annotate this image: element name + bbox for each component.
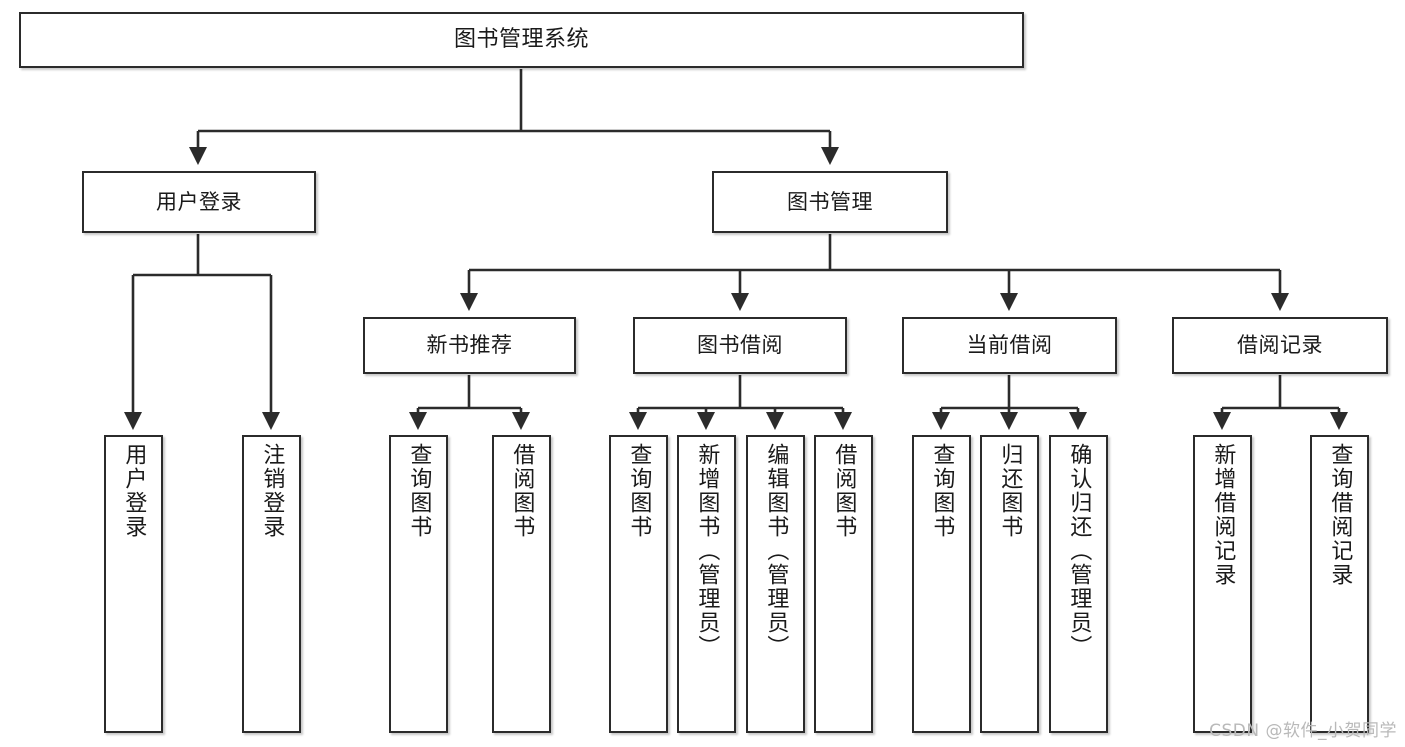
- node-leaf-confirm-return-label: 确认归还（管理员）: [1066, 443, 1092, 659]
- node-leaf-add-record-label: 新增借阅记录: [1210, 443, 1236, 587]
- node-new-book-recommend[interactable]: 新书推荐: [363, 317, 576, 374]
- node-leaf-query-book-2[interactable]: 查询图书: [609, 435, 668, 733]
- node-leaf-add-book[interactable]: 新增图书（管理员）: [677, 435, 736, 733]
- node-leaf-return-book-label: 归还图书: [997, 443, 1023, 539]
- node-leaf-borrow-book-2-label: 借阅图书: [831, 443, 857, 539]
- node-leaf-confirm-return[interactable]: 确认归还（管理员）: [1049, 435, 1108, 733]
- node-new-book-recommend-label: 新书推荐: [426, 333, 513, 358]
- node-leaf-query-book-2-label: 查询图书: [626, 443, 652, 539]
- node-leaf-query-book-1-label: 查询图书: [406, 443, 432, 539]
- node-borrow-record-label: 借阅记录: [1237, 333, 1323, 358]
- node-leaf-edit-book-label: 编辑图书（管理员）: [763, 443, 789, 659]
- node-book-manage[interactable]: 图书管理: [712, 171, 948, 233]
- node-leaf-add-book-label: 新增图书（管理员）: [694, 443, 720, 659]
- node-leaf-query-book-1[interactable]: 查询图书: [389, 435, 448, 733]
- node-root[interactable]: 图书管理系统: [19, 12, 1024, 68]
- node-user-login[interactable]: 用户登录: [82, 171, 316, 233]
- node-leaf-logout-login-label: 注销登录: [259, 443, 285, 539]
- node-book-borrow[interactable]: 图书借阅: [633, 317, 847, 374]
- node-leaf-add-record[interactable]: 新增借阅记录: [1193, 435, 1252, 733]
- node-leaf-user-login-label: 用户登录: [121, 443, 147, 539]
- node-leaf-query-book-3-label: 查询图书: [929, 443, 955, 539]
- node-leaf-borrow-book-1[interactable]: 借阅图书: [492, 435, 551, 733]
- node-user-login-label: 用户登录: [156, 189, 242, 214]
- node-leaf-user-login[interactable]: 用户登录: [104, 435, 163, 733]
- node-book-manage-label: 图书管理: [787, 189, 873, 214]
- node-leaf-return-book[interactable]: 归还图书: [980, 435, 1039, 733]
- node-leaf-query-record-label: 查询借阅记录: [1327, 443, 1353, 587]
- node-leaf-edit-book[interactable]: 编辑图书（管理员）: [746, 435, 805, 733]
- node-book-borrow-label: 图书借阅: [697, 333, 783, 358]
- node-root-label: 图书管理系统: [453, 27, 589, 53]
- node-current-borrow-label: 当前借阅: [966, 333, 1053, 358]
- watermark: CSDN @软件_小贺同学: [1209, 721, 1397, 741]
- node-leaf-logout-login[interactable]: 注销登录: [242, 435, 301, 733]
- node-leaf-borrow-book-2[interactable]: 借阅图书: [814, 435, 873, 733]
- node-leaf-query-record[interactable]: 查询借阅记录: [1310, 435, 1369, 733]
- node-leaf-borrow-book-1-label: 借阅图书: [509, 443, 535, 539]
- node-current-borrow[interactable]: 当前借阅: [902, 317, 1117, 374]
- node-leaf-query-book-3[interactable]: 查询图书: [912, 435, 971, 733]
- node-borrow-record[interactable]: 借阅记录: [1172, 317, 1388, 374]
